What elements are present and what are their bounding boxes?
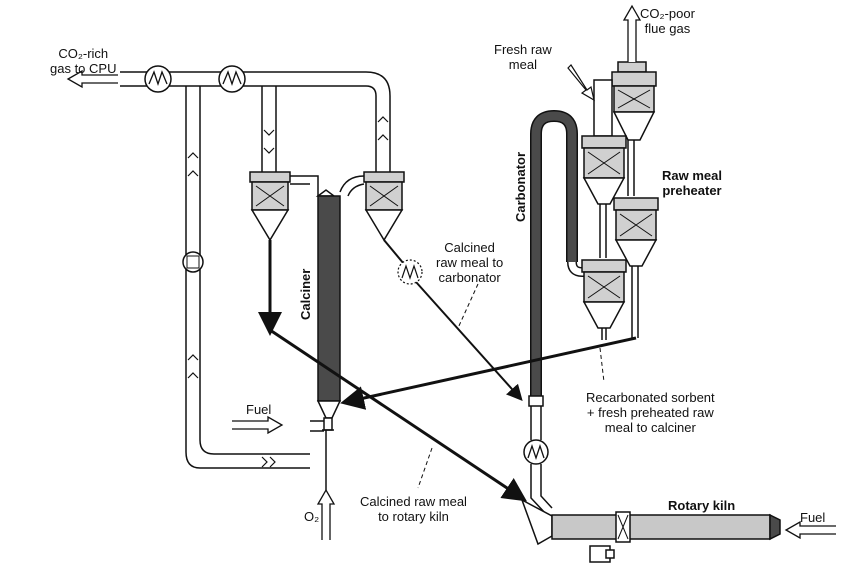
flow-chevrons — [187, 116, 389, 468]
recarbonated-label: Recarbonated sorbent+ fresh preheated ra… — [586, 390, 715, 435]
heat-exchanger-icon — [523, 439, 549, 465]
carbonator-reactor — [528, 109, 590, 440]
kiln-fuel-arrow — [784, 520, 836, 540]
calciner-label: Calciner — [298, 268, 313, 320]
leader-lines — [417, 283, 605, 489]
calciner-cyclone-left — [249, 171, 291, 242]
fan-icon — [182, 251, 204, 273]
solid-flow-arrows — [258, 240, 637, 502]
kiln-fuel-label: Fuel — [800, 510, 826, 525]
co2-rich-outlet-arrow — [66, 69, 118, 89]
calciner-fuel-label: Fuel — [246, 402, 272, 417]
heat-exchanger-icon — [144, 65, 172, 93]
o2-label: O₂ — [304, 509, 320, 524]
o2-inlet-arrow — [316, 488, 336, 540]
calciner-reactor — [315, 189, 342, 490]
rotary-kiln-label: Rotary kiln — [668, 498, 736, 513]
calciner-cyclone-right — [363, 171, 405, 242]
preheater-cyclones — [581, 61, 659, 340]
rotary-kiln — [520, 498, 781, 563]
co2-poor-outlet-arrow — [622, 4, 642, 62]
calcined-to-carbonator-arrow — [383, 239, 523, 401]
heat-exchanger-icon — [218, 65, 246, 93]
fresh-raw-meal-arrow — [567, 64, 595, 102]
co2-rich-gas-pipe — [120, 71, 391, 469]
heat-exchanger-icon — [397, 259, 423, 285]
carbonator-label: Carbonator — [513, 151, 528, 222]
calciner-fuel-arrow — [232, 415, 284, 435]
